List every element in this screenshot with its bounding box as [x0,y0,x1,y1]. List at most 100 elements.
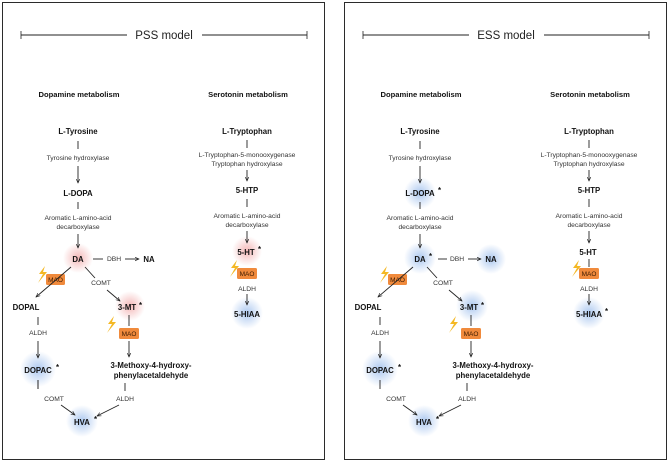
mao-label: MAO [464,331,479,338]
tph-line2: Tryptophan hydroxylase [553,161,624,168]
mao-box [237,268,257,279]
asterisk: * [429,252,433,261]
3-mt: 3-MT [118,303,136,312]
dopac-decrease-glow [20,351,56,387]
aadc-line2: decarboxylase [225,222,268,229]
mao-label: MAO [240,271,255,278]
asterisk: * [56,363,60,372]
mao-box [461,328,481,339]
dopac-decrease-glow [362,351,398,387]
dopac: DOPAC [24,366,52,375]
aadc-line1: Aromatic L-amino-acid [214,213,281,220]
tph-line1: L-Tryptophan-5-monooxygenase [199,152,296,159]
aldh-enzyme: ALDH [371,330,389,337]
aldh-enzyme: ALDH [238,286,256,293]
title-rule [362,31,650,39]
aldh-enzyme: ALDH [458,396,476,403]
aldh-enzyme: ALDH [116,396,134,403]
mhpa-line2: phenylacetaldehyde [114,371,189,380]
comt-enzyme: COMT [386,396,406,403]
l-dopa: L-DOPA [63,189,93,198]
aadc-line2: decarboxylase [567,222,610,229]
comt-enzyme: COMT [44,396,64,403]
5hiaa-decrease-glow [231,297,263,329]
5-htp: 5-HTP [578,186,601,195]
comt-enzyme: COMT [91,280,111,287]
lightning-icon [107,316,116,333]
pss-model-panel: PSS model Dopamine metabolism Serotonin … [2,2,325,460]
asterisk: * [605,307,609,316]
asterisk: * [436,415,440,424]
asterisk: * [258,245,262,254]
na: NA [485,255,497,264]
ess-model-panel: ESS model Dopamine metabolism Serotonin … [344,2,667,460]
tyrosine-hydroxylase: Tyrosine hydroxylase [389,155,452,162]
3mt-increase-glow [115,291,145,321]
5ht-increase-glow [232,236,262,266]
dopac: DOPAC [366,366,394,375]
panel-title: ESS model [477,30,535,42]
na: NA [143,255,155,264]
tyrosine-hydroxylase: Tyrosine hydroxylase [47,155,110,162]
asterisk: * [438,186,442,195]
hva: HVA [416,418,432,427]
aadc-line2: decarboxylase [398,224,441,231]
asterisk: * [94,415,98,424]
ess-diagram: ESS model Dopamine metabolism Serotonin … [355,30,650,437]
da-increase-glow [63,243,93,273]
comt-enzyme: COMT [433,280,453,287]
da: DA [72,255,84,264]
na-decrease-glow [476,244,506,274]
lightning-icon [230,260,239,277]
l-tryptophan: L-Tryptophan [564,127,614,136]
serotonin-header: Serotonin metabolism [550,90,630,99]
tph-line1: L-Tryptophan-5-monooxygenase [541,152,638,159]
hva: HVA [74,418,90,427]
5hiaa-decrease-glow [573,297,605,329]
dopal: DOPAL [355,303,382,312]
da: DA [414,255,426,264]
pss-diagram: PSS model Dopamine metabolism Serotonin … [13,30,308,437]
aadc-line1: Aromatic L-amino-acid [45,215,112,222]
l-tyrosine: L-Tyrosine [58,127,98,136]
asterisk: * [398,363,402,372]
5-ht: 5-HT [579,248,597,257]
aldh-enzyme: ALDH [29,330,47,337]
lightning-icon [572,260,581,277]
dopal: DOPAL [13,303,40,312]
mao-label: MAO [122,331,137,338]
da-decrease-glow [404,242,436,274]
aadc-line1: Aromatic L-amino-acid [556,213,623,220]
mhpa-line1: 3-Methoxy-4-hydroxy- [452,361,533,370]
l-dopa: L-DOPA [405,189,435,198]
dbh-enzyme: DBH [107,256,121,263]
dopamine-header: Dopamine metabolism [38,90,119,99]
lightning-icon [380,266,389,283]
asterisk: * [481,301,485,310]
5-hiaa: 5-HIAA [576,310,602,319]
l-tyrosine: L-Tyrosine [400,127,440,136]
3mt-decrease-glow [456,290,488,322]
dbh-enzyme: DBH [450,256,464,263]
3-mt: 3-MT [460,303,478,312]
lightning-icon [449,316,458,333]
l-dopa-decrease-glow [404,177,436,209]
mao-box [119,328,139,339]
panel-title: PSS model [135,30,193,42]
title-rule [20,31,308,39]
mhpa-line2: phenylacetaldehyde [456,371,531,380]
aldh-enzyme: ALDH [580,286,598,293]
aadc-line2: decarboxylase [56,224,99,231]
mhpa-line1: 3-Methoxy-4-hydroxy- [110,361,191,370]
l-tryptophan: L-Tryptophan [222,127,272,136]
aadc-line1: Aromatic L-amino-acid [387,215,454,222]
lightning-icon [38,266,47,283]
5-ht: 5-HT [237,248,255,257]
serotonin-header: Serotonin metabolism [208,90,288,99]
5-htp: 5-HTP [236,186,259,195]
asterisk: * [139,301,143,310]
mao-box [579,268,599,279]
dopamine-header: Dopamine metabolism [380,90,461,99]
mao-label: MAO [582,271,597,278]
tph-line2: Tryptophan hydroxylase [211,161,282,168]
